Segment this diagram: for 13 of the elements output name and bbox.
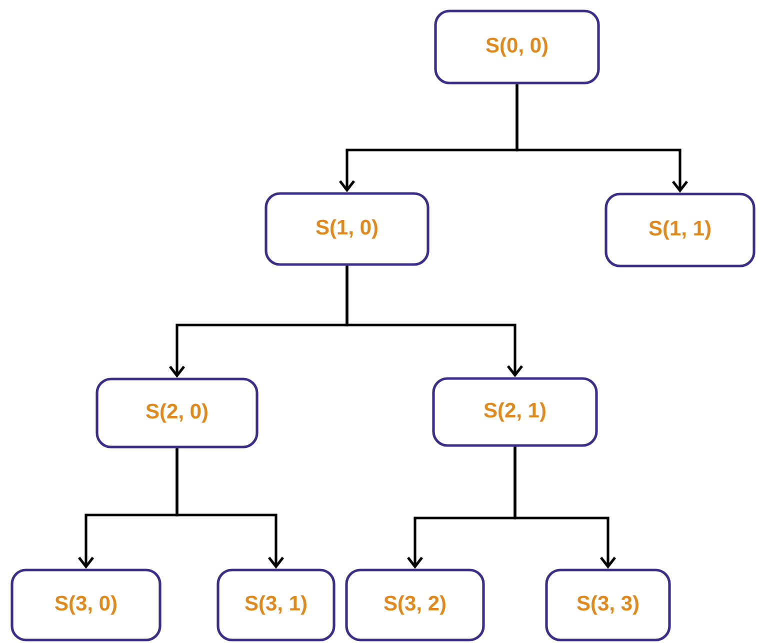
state-box: S(1, 0) xyxy=(264,192,430,266)
state-box: S(3, 3) xyxy=(545,568,671,642)
state-box: S(0, 0) xyxy=(434,10,600,84)
state-box: S(1, 1) xyxy=(604,192,756,268)
state-box: S(3, 0) xyxy=(10,568,162,642)
arrow xyxy=(514,446,616,569)
arrow xyxy=(176,448,284,569)
state-box: S(2, 1) xyxy=(432,377,598,447)
arrow xyxy=(346,266,524,378)
state-box: S(2, 0) xyxy=(96,378,258,448)
state-box: S(3, 1) xyxy=(216,568,336,642)
arrow xyxy=(516,84,688,193)
state-box: S(3, 2) xyxy=(345,568,485,642)
